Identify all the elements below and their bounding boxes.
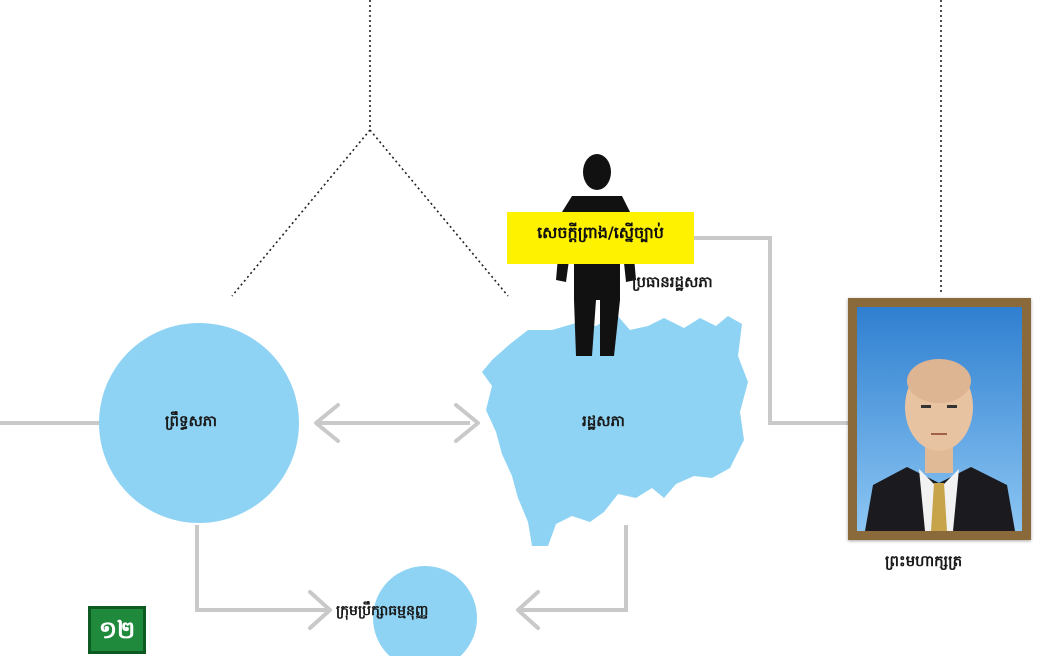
arrow-heads (308, 403, 540, 630)
grey-connectors (0, 236, 848, 612)
draft-law-highlight: សេចក្តីព្រាង/ស្នើច្បាប់ (507, 212, 694, 264)
assembly-label: រដ្ឋសភា (582, 412, 625, 430)
page-number-badge: ១២ (88, 606, 146, 654)
king-label: ព្រះមហាក្សត្រ (885, 552, 963, 570)
dotted-connectors (231, 0, 942, 297)
council-node (373, 566, 477, 656)
draft-law-label: សេចក្តីព្រាង/ស្នើច្បាប់ (537, 223, 664, 242)
king-portrait (848, 298, 1031, 540)
senate-node (99, 323, 299, 523)
assembly-map-node (482, 314, 748, 546)
senate-label: ព្រឹទ្ធសភា (165, 412, 218, 430)
assembly-president-label: ប្រធានរដ្ឋសភា (632, 273, 713, 291)
council-label: ក្រុមប្រឹក្សាធម្មនុញ្ញ (336, 603, 429, 619)
page-number: ១២ (98, 616, 136, 644)
portrait-image (857, 307, 1022, 531)
